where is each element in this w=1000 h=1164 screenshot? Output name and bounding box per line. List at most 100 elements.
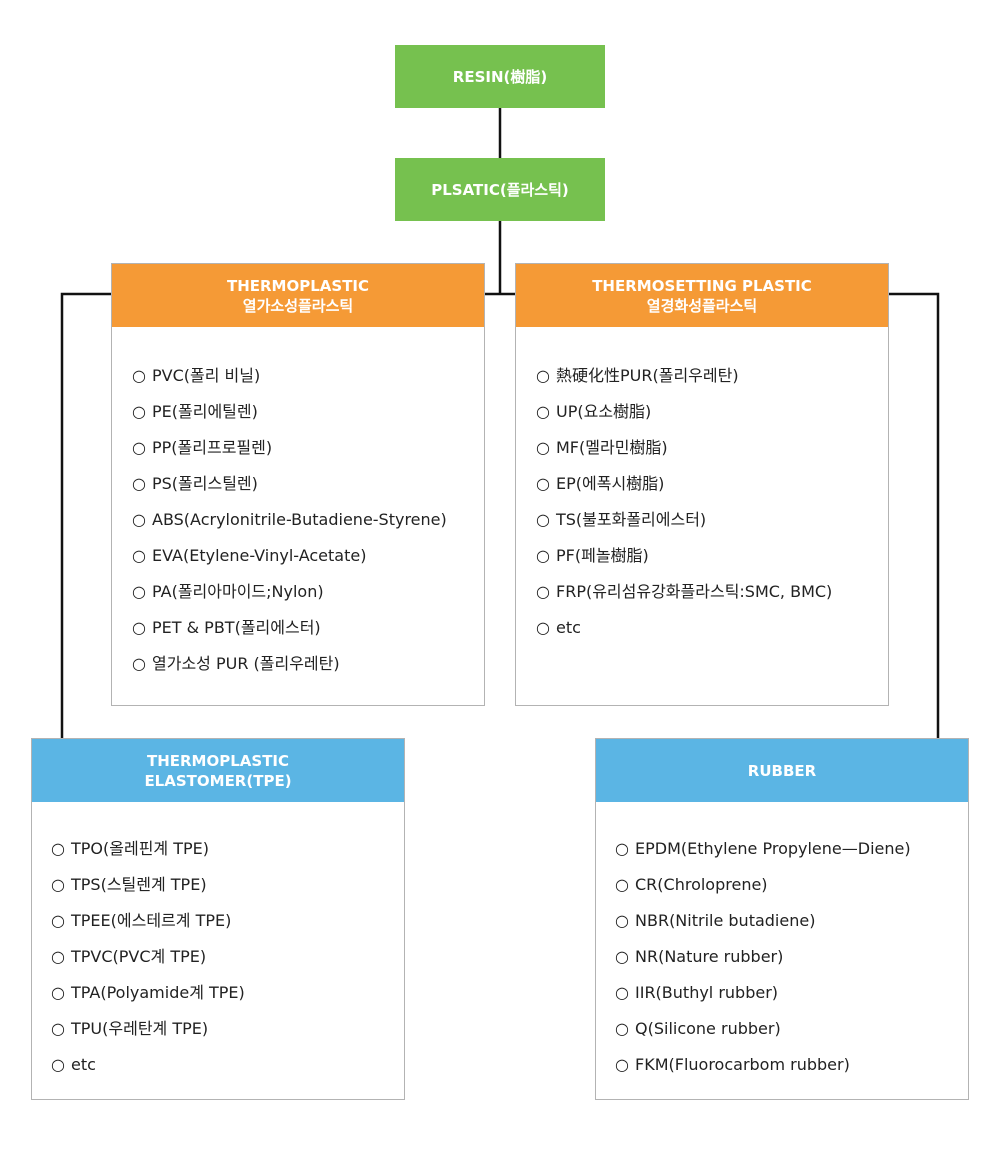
thermosetting-list-item: ○PF(페놀樹脂) (536, 538, 832, 574)
rubber-list-item: ○ IIR(Buthyl rubber) (615, 975, 911, 1011)
tpe-item-text: TPU(우레탄계 TPE) (71, 1019, 209, 1038)
tpe-header: THERMOPLASTIC ELASTOMER(TPE) (32, 739, 404, 802)
circle-bullet-icon: ○ (132, 546, 146, 565)
thermosetting-list-item: ○ TS(불포화폴리에스터) (536, 502, 832, 538)
rubber-card: RUBBER ○ EPDM(Ethylene Propylene—Diene) ○ C… (595, 738, 969, 1100)
rubber-list: ○ EPDM(Ethylene Propylene—Diene) ○ CR(Chrol… (596, 739, 911, 1083)
thermosetting-item-text: FRP(유리섬유강화플라스틱:SMC, BMC) (556, 582, 833, 601)
circle-bullet-icon: ○ (536, 366, 550, 385)
circle-bullet-icon: ○ (536, 510, 550, 529)
thermoplastic-item-text: PP(폴리프로필렌) (152, 438, 273, 457)
rubber-list-item: ○NR(Nature rubber) (615, 939, 911, 975)
tpe-item-text: TPEE(에스테르계 TPE) (71, 911, 232, 930)
thermoplastic-list: ○PVC(폴리 비닐)○PE(폴리에틸렌)○PP(폴리프로필렌)○PS(폴리스틸… (112, 264, 447, 682)
thermosetting-subtitle: 열경화성플라스틱 (646, 296, 758, 315)
circle-bullet-icon: ○ (536, 618, 550, 637)
thermoplastic-item-text: ABS(Acrylonitrile-Butadiene-Styrene) (152, 510, 447, 529)
rubber-item-text: IIR(Buthyl rubber) (635, 983, 779, 1002)
thermoplastic-item-text: PS(폴리스틸렌) (152, 474, 258, 493)
thermoplastic-header: THERMOPLASTIC 열가소성플라스틱 (112, 264, 484, 327)
thermosetting-list-item: ○ EP(에폭시樹脂) (536, 466, 832, 502)
circle-bullet-icon: ○ (132, 654, 146, 673)
thermosetting-item-text: EP(에폭시樹脂) (556, 474, 665, 493)
circle-bullet-icon: ○ (536, 474, 550, 493)
tpe-list: ○TPO(올레핀계 TPE)○TPS(스틸렌계 TPE)○TPEE(에스테르계 … (32, 739, 245, 1083)
thermosetting-list-item: ○ UP(요소樹脂) (536, 394, 832, 430)
thermosetting-header: THERMOSETTING PLASTIC 열경화성플라스틱 (516, 264, 888, 327)
thermoplastic-list-item: ○PP(폴리프로필렌) (132, 430, 447, 466)
tpe-list-item: ○ TPA(Polyamide계 TPE) (51, 975, 245, 1011)
thermoplastic-item-text: PA(폴리아마이드;Nylon) (152, 582, 324, 601)
thermoplastic-card: THERMOPLASTIC 열가소성플라스틱 ○ PVC(폴리 비닐) ○PE(폴리… (111, 263, 485, 706)
thermosetting-list: ○熱硬化性PUR(폴리우레탄)○UP(요소樹脂)○MF(멜라민樹脂)○EP(에폭… (516, 264, 832, 646)
thermosetting-card: THERMOSETTING PLASTIC 열경화성플라스틱 ○熱硬化性PUR(… (515, 263, 889, 706)
thermoplastic-list-item: ○ PET & PBT(폴리에스터) (132, 610, 447, 646)
rubber-list-item: ○ NBR(Nitrile butadiene) (615, 903, 911, 939)
tpe-list-item: ○ TPO(올레핀계 TPE) (51, 831, 245, 867)
thermoplastic-list-item: ○ 열가소성 PUR (폴리우레탄) (132, 646, 447, 682)
plastic-node: PLSATIC(플라스틱) (395, 158, 605, 221)
thermoplastic-list-item: ○ ABS(Acrylonitrile-Butadiene-Styrene) (132, 502, 447, 538)
thermosetting-item-text: TS(불포화폴리에스터) (556, 510, 707, 529)
circle-bullet-icon: ○ (51, 839, 65, 858)
rubber-title: RUBBER (747, 761, 817, 780)
circle-bullet-icon: ○ (51, 983, 65, 1002)
resin-label: RESIN(樹脂) (452, 68, 548, 86)
tpe-item-text: TPVC(PVC계 TPE) (71, 947, 207, 966)
circle-bullet-icon: ○ (51, 947, 65, 966)
circle-bullet-icon: ○ (615, 1055, 629, 1074)
thermoplastic-list-item: ○PA(폴리아마이드;Nylon) (132, 574, 447, 610)
thermoplastic-list-item: ○ PS(폴리스틸렌) (132, 466, 447, 502)
rubber-item-text: FKM(Fluorocarbom rubber) (635, 1055, 850, 1074)
thermoplastic-item-text: EVA(Etylene-Vinyl-Acetate) (152, 546, 367, 565)
plastic-label: PLSATIC(플라스틱) (431, 181, 569, 199)
circle-bullet-icon: ○ (132, 510, 146, 529)
circle-bullet-icon: ○ (536, 546, 550, 565)
circle-bullet-icon: ○ (615, 911, 629, 930)
circle-bullet-icon: ○ (51, 1055, 65, 1074)
circle-bullet-icon: ○ (132, 618, 146, 637)
tpe-list-item: ○TPU(우레탄계 TPE) (51, 1011, 245, 1047)
tpe-subtitle: ELASTOMER(TPE) (144, 771, 292, 790)
circle-bullet-icon: ○ (132, 366, 146, 385)
thermoplastic-list-item: ○PE(폴리에틸렌) (132, 394, 447, 430)
thermosetting-item-text: etc (556, 618, 581, 637)
circle-bullet-icon: ○ (615, 983, 629, 1002)
tpe-list-item: ○ TPVC(PVC계 TPE) (51, 939, 245, 975)
tpe-item-text: TPO(올레핀계 TPE) (71, 839, 209, 858)
rubber-item-text: NBR(Nitrile butadiene) (635, 911, 816, 930)
thermosetting-list-item: ○MF(멜라민樹脂) (536, 430, 832, 466)
rubber-list-item: ○ FKM(Fluorocarbom rubber) (615, 1047, 911, 1083)
circle-bullet-icon: ○ (615, 839, 629, 858)
tpe-list-item: ○TPS(스틸렌계 TPE) (51, 867, 245, 903)
tpe-card: THERMOPLASTIC ELASTOMER(TPE) ○ TPO(올레핀계 T… (31, 738, 405, 1100)
thermoplastic-item-text: PVC(폴리 비닐) (152, 366, 261, 385)
thermoplastic-item-text: 열가소성 PUR (폴리우레탄) (152, 654, 340, 673)
tpe-item-text: TPA(Polyamide계 TPE) (71, 983, 245, 1002)
rubber-item-text: CR(Chroloprene) (635, 875, 768, 894)
rubber-header: RUBBER (596, 739, 968, 802)
circle-bullet-icon: ○ (132, 474, 146, 493)
circle-bullet-icon: ○ (615, 1019, 629, 1038)
rubber-item-text: Q(Silicone rubber) (635, 1019, 781, 1038)
circle-bullet-icon: ○ (615, 875, 629, 894)
thermosetting-item-text: UP(요소樹脂) (556, 402, 652, 421)
connector-to-rubber (888, 292, 940, 738)
thermoplastic-list-item: ○ EVA(Etylene-Vinyl-Acetate) (132, 538, 447, 574)
thermoplastic-list-item: ○ PVC(폴리 비닐) (132, 358, 447, 394)
rubber-list-item: ○ CR(Chroloprene) (615, 867, 911, 903)
circle-bullet-icon: ○ (51, 911, 65, 930)
tpe-list-item: ○ TPEE(에스테르계 TPE) (51, 903, 245, 939)
circle-bullet-icon: ○ (51, 875, 65, 894)
circle-bullet-icon: ○ (536, 402, 550, 421)
thermosetting-item-text: MF(멜라민樹脂) (556, 438, 668, 457)
thermosetting-title: THERMOSETTING PLASTIC (592, 276, 812, 295)
rubber-list-item: ○ Q(Silicone rubber) (615, 1011, 911, 1047)
rubber-list-item: ○ EPDM(Ethylene Propylene—Diene) (615, 831, 911, 867)
thermoplastic-item-text: PET & PBT(폴리에스터) (152, 618, 321, 637)
circle-bullet-icon: ○ (132, 402, 146, 421)
thermosetting-list-item: ○熱硬化性PUR(폴리우레탄) (536, 358, 832, 394)
rubber-item-text: EPDM(Ethylene Propylene—Diene) (635, 839, 911, 858)
thermoplastic-title: THERMOPLASTIC (226, 276, 370, 295)
thermosetting-list-item: ○ etc (536, 610, 832, 646)
